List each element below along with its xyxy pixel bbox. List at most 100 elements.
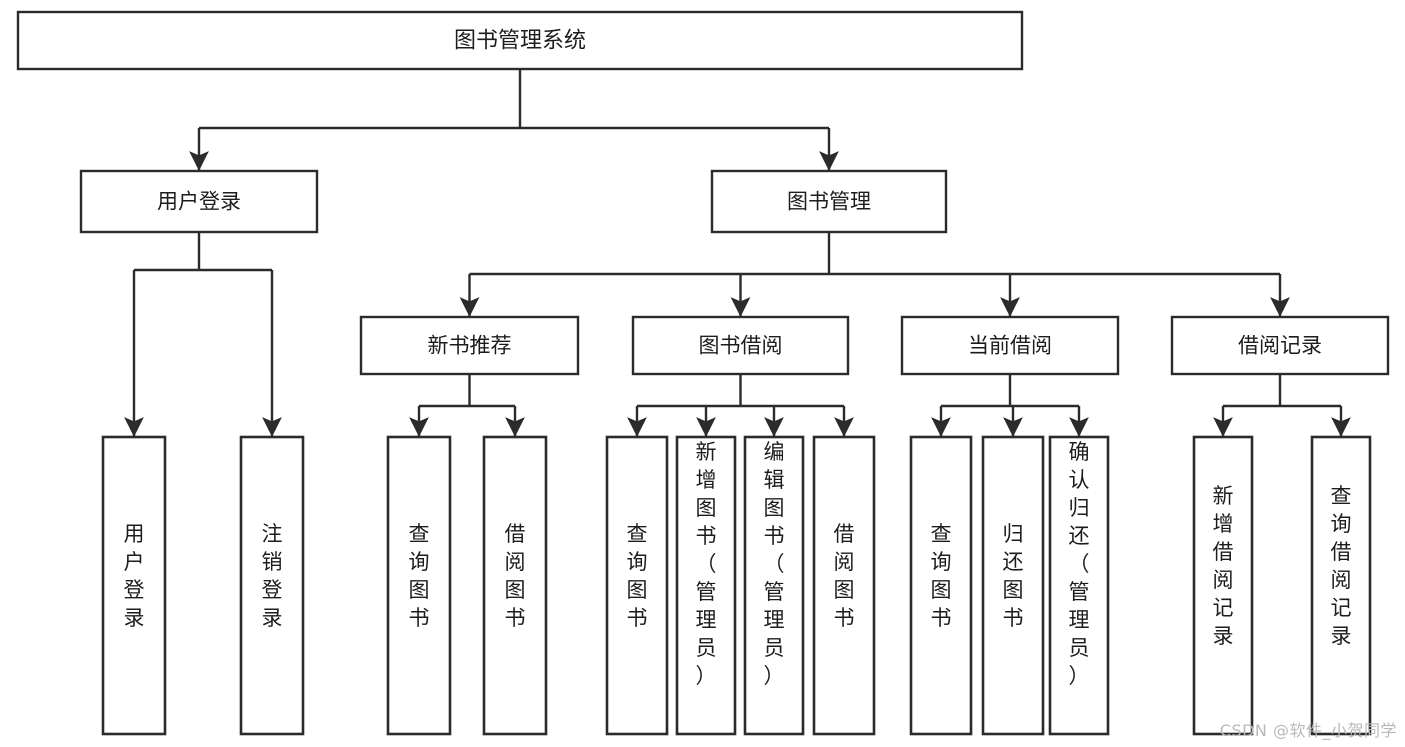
svg-text:查: 查 [627, 522, 648, 546]
svg-text:询: 询 [1331, 512, 1352, 536]
svg-text:管: 管 [764, 580, 785, 604]
svg-text:记: 记 [1331, 596, 1352, 620]
node-box-borrow-book-1[interactable] [482, 435, 548, 736]
node-box-return-book[interactable] [981, 435, 1045, 736]
svg-text:员: 员 [764, 636, 785, 660]
connector-rail [637, 374, 844, 408]
svg-text:登: 登 [262, 578, 283, 602]
svg-text:图: 图 [627, 578, 648, 602]
svg-text:理: 理 [1069, 608, 1090, 632]
svg-text:录: 录 [1213, 624, 1234, 648]
node-book-manage[interactable]: 图书管理 [710, 169, 948, 234]
node-box-book-borrow[interactable] [631, 315, 850, 376]
connector-rail [1223, 374, 1341, 408]
node-borrow-record[interactable]: 借阅记录 [1170, 315, 1390, 376]
node-box-add-borrow-record[interactable] [1192, 435, 1254, 736]
svg-text:认: 认 [1069, 468, 1090, 492]
node-box-user-logout[interactable] [239, 435, 305, 736]
node-current-borrow[interactable]: 当前借阅 [900, 315, 1120, 376]
svg-text:图: 图 [1003, 578, 1024, 602]
connector-rail [134, 232, 272, 272]
svg-text:阅: 阅 [1213, 568, 1234, 592]
svg-text:（: （ [764, 552, 785, 576]
node-label-root: 图书管理系统 [454, 29, 586, 54]
svg-text:理: 理 [764, 608, 785, 632]
svg-text:户: 户 [124, 550, 145, 574]
node-box-confirm-return-admin[interactable] [1048, 435, 1110, 736]
node-new-book-recommend[interactable]: 新书推荐 [359, 315, 580, 376]
node-box-query-borrow-record[interactable] [1310, 435, 1372, 736]
svg-text:增: 增 [696, 468, 717, 492]
svg-text:增: 增 [1213, 512, 1234, 536]
node-box-user-login-do[interactable] [101, 435, 167, 736]
svg-text:书: 书 [931, 606, 952, 630]
svg-text:（: （ [1069, 552, 1090, 576]
node-box-edit-book-admin[interactable] [743, 435, 805, 736]
svg-text:）: ） [696, 664, 717, 688]
svg-text:录: 录 [124, 606, 145, 630]
svg-text:查: 查 [931, 522, 952, 546]
svg-text:图: 图 [505, 578, 526, 602]
node-user-login-do[interactable]: 用户登录 [101, 435, 167, 736]
node-book-borrow[interactable]: 图书借阅 [631, 315, 850, 376]
node-box-root[interactable] [16, 10, 1024, 71]
svg-text:）: ） [1069, 664, 1090, 688]
svg-text:新: 新 [696, 440, 717, 464]
svg-text:新: 新 [1213, 484, 1234, 508]
svg-text:查: 查 [1331, 484, 1352, 508]
svg-text:询: 询 [627, 550, 648, 574]
svg-text:书: 书 [696, 524, 717, 548]
node-user-login[interactable]: 用户登录 [79, 169, 319, 234]
svg-text:录: 录 [1331, 624, 1352, 648]
svg-text:）: ） [764, 664, 785, 688]
svg-text:还: 还 [1069, 524, 1090, 548]
connector-layer [124, 69, 1351, 437]
svg-text:书: 书 [764, 524, 785, 548]
svg-text:借: 借 [1213, 540, 1234, 564]
node-box-query-book-1[interactable] [386, 435, 452, 736]
svg-text:询: 询 [409, 550, 430, 574]
node-box-book-manage[interactable] [710, 169, 948, 234]
svg-text:注: 注 [262, 522, 283, 546]
node-root[interactable]: 图书管理系统 [16, 10, 1024, 71]
svg-text:归: 归 [1069, 496, 1090, 520]
node-box-query-book-3[interactable] [909, 435, 973, 736]
connector-rail [941, 374, 1079, 408]
node-box-borrow-book-2[interactable] [812, 435, 876, 736]
node-box-user-login[interactable] [79, 169, 319, 234]
svg-text:图: 图 [834, 578, 855, 602]
node-box-borrow-record[interactable] [1170, 315, 1390, 376]
svg-text:借: 借 [505, 522, 526, 546]
node-box-add-book-admin[interactable] [675, 435, 737, 736]
svg-text:理: 理 [696, 608, 717, 632]
svg-text:图: 图 [696, 496, 717, 520]
svg-text:管: 管 [696, 580, 717, 604]
svg-text:书: 书 [409, 606, 430, 630]
node-layer: 图书管理系统用户登录用户登录注销登录图书管理新书推荐查询图书借阅图书图书借阅查询… [16, 10, 1390, 736]
node-box-current-borrow[interactable] [900, 315, 1120, 376]
node-box-new-book-recommend[interactable] [359, 315, 580, 376]
connector-rail [469, 232, 1280, 276]
svg-text:查: 查 [409, 522, 430, 546]
svg-text:阅: 阅 [834, 550, 855, 574]
node-box-query-book-2[interactable] [605, 435, 669, 736]
svg-text:销: 销 [262, 550, 283, 574]
node-label-user-login-do: 用户登录 [124, 522, 145, 630]
svg-text:记: 记 [1213, 596, 1234, 620]
